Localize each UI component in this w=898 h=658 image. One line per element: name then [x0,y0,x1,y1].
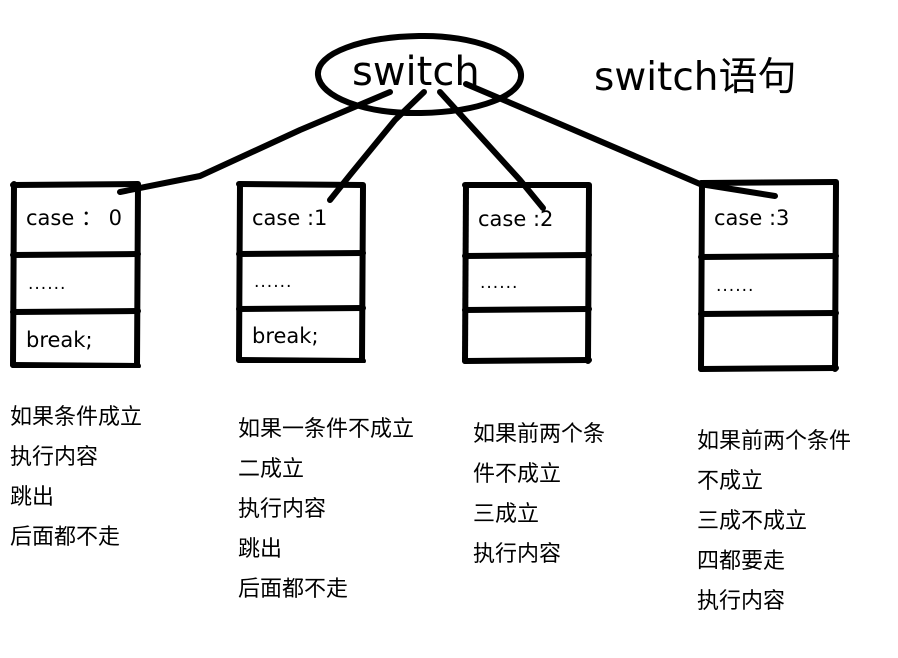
case-box-1-cell-label: case :1 [236,181,366,254]
case-label-text: case ： 0 [26,206,122,230]
notes-case-3: 如果前两个条件 不成立 三成不成立 四都要走 执行内容 [697,422,851,622]
notes-case-0: 如果条件成立 执行内容 跳出 后面都不走 [10,398,142,558]
case-box-3: case :3 ...... [698,179,839,372]
case-box-0-cell-break: break; [10,312,141,368]
notes-case-1: 如果一条件不成立 二成立 执行内容 跳出 后面都不走 [238,410,414,610]
note-line: 二成立 [238,457,305,482]
note-line: 不成立 [697,469,764,494]
note-line: 四都要走 [697,549,786,574]
case-body-text: ...... [480,273,519,293]
note-line: 如果前两个条 [473,422,606,447]
case-box-1-cell-break: break; [236,309,366,363]
case-box-1-cell-body: ...... [236,254,366,309]
case-label-text: case :2 [478,207,554,231]
case-break-text: break; [252,324,319,348]
note-line: 执行内容 [473,542,562,567]
note-line: 三成立 [473,502,540,527]
case-body-text: ...... [716,275,755,296]
note-line: 执行内容 [238,497,327,522]
note-line: 跳出 [10,485,55,510]
case-box-2-cell-break [462,310,592,364]
case-body-text: ...... [254,271,293,292]
case-box-1: case :1 ...... break; [236,181,366,363]
root-node-label: switch [352,49,480,95]
note-line: 三成不成立 [697,509,808,534]
case-box-0-cell-body: ...... [10,255,141,312]
case-box-0: case ： 0 ...... break; [10,181,141,368]
note-line: 后面都不走 [238,577,349,602]
note-line: 如果前两个条件 [697,429,852,454]
case-box-2-cell-label: case :2 [462,182,592,256]
case-box-3-cell-body: ...... [698,257,839,314]
case-label-text: case :1 [252,205,328,230]
note-line: 如果一条件不成立 [238,417,415,442]
case-break-text: break; [26,328,93,352]
note-line: 后面都不走 [10,525,121,550]
case-box-2: case :2 ...... [462,182,592,364]
case-box-2-cell-body: ...... [462,256,592,310]
notes-case-2: 如果前两个条 件不成立 三成立 执行内容 [473,415,605,575]
connector-case-0 [117,89,393,195]
case-body-text: ...... [28,273,67,294]
case-label-text: case :3 [714,206,790,230]
note-line: 执行内容 [697,589,786,614]
note-line: 跳出 [238,537,283,562]
case-box-3-cell-label: case :3 [698,179,839,257]
case-box-0-cell-label: case ： 0 [10,181,141,255]
diagram-title: switch语句 [594,55,797,100]
note-line: 执行内容 [10,445,99,470]
note-line: 件不成立 [473,462,562,487]
case-box-3-cell-break [698,314,839,372]
note-line: 如果条件成立 [10,405,143,430]
